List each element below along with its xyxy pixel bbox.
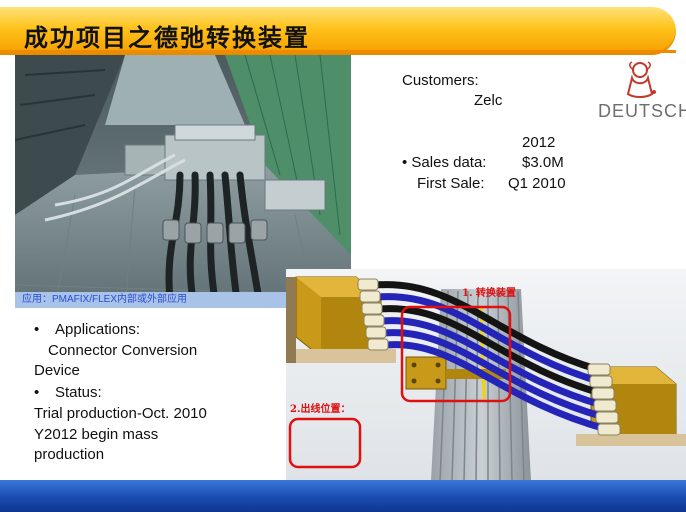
title-underline <box>0 50 676 53</box>
installation-photo: 应用：PMAFIX/FLEX内部或外部应用 <box>15 55 351 308</box>
title-banner <box>0 7 676 55</box>
applications-label: Applications: <box>55 321 141 338</box>
bottom-band <box>0 480 686 512</box>
slide-title: 成功项目之德弛转换装置 <box>24 23 310 52</box>
sales-value: $3.0M <box>522 154 564 171</box>
status-label: Status: <box>55 384 102 401</box>
customer-name: Zelc <box>474 92 503 109</box>
cad-render: 1. 转换装置 2.出线位置： <box>286 269 686 481</box>
applications-line1: Connector Conversion <box>48 342 198 359</box>
sales-label: • Sales data: <box>402 154 487 171</box>
status-line3: production <box>34 446 105 463</box>
cad-label-outlet-position: 2.出线位置： <box>290 404 351 415</box>
deutsch-logo-text: DEUTSCH <box>598 101 686 121</box>
first-sale-label: First Sale: <box>417 175 485 192</box>
cad-label-conversion-device: 1. 转换装置 <box>462 288 516 299</box>
bullet-dot-status: • <box>34 384 40 401</box>
status-line1: Trial production-Oct. 2010 <box>34 405 207 422</box>
customers-label: Customers: <box>402 72 479 89</box>
bullet-dot-applications: • <box>34 321 40 338</box>
cad-render-image <box>286 269 686 481</box>
deutsch-logo-icon <box>626 61 656 98</box>
applications-line2: Device <box>34 362 80 379</box>
status-line2: Y2012 begin mass <box>34 426 159 443</box>
first-sale-value: Q1 2010 <box>508 175 566 192</box>
installation-photo-image <box>15 55 351 308</box>
photo-caption: 应用：PMAFIX/FLEX内部或外部应用 <box>15 292 351 308</box>
sales-year: 2012 <box>522 134 556 151</box>
